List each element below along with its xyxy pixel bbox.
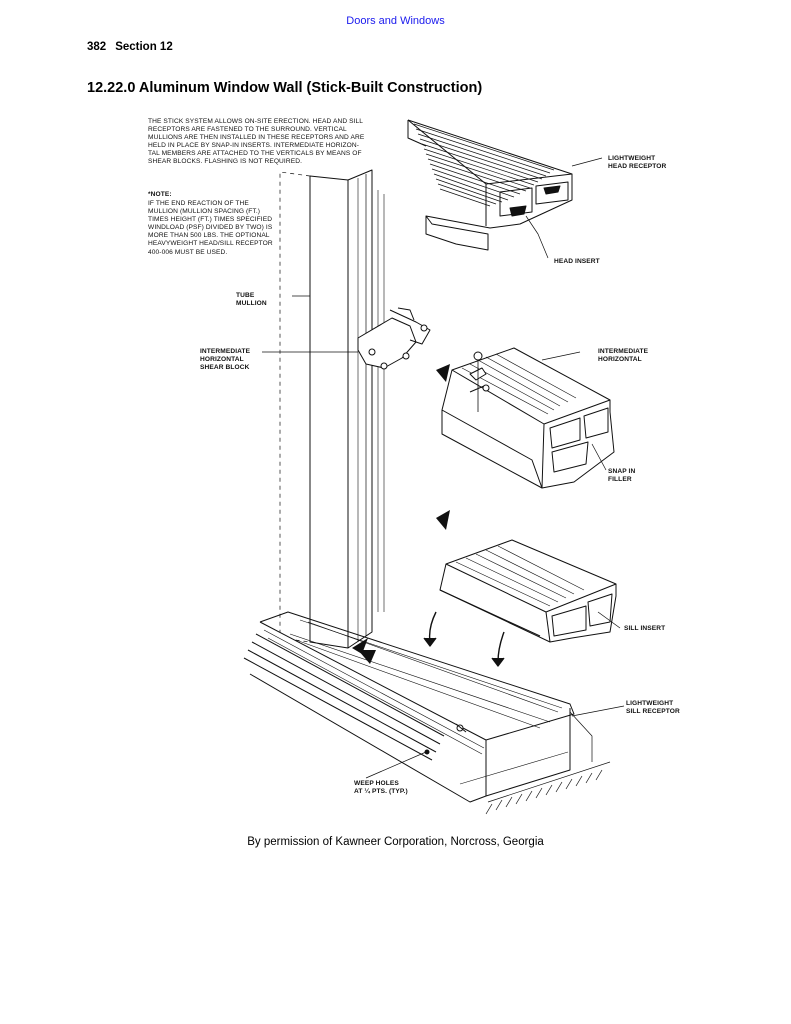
label-head-receptor: LIGHTWEIGHT HEAD RECEPTOR	[608, 155, 667, 171]
head-receptor-drawing	[407, 119, 573, 251]
label-intermediate-horizontal: INTERMEDIATE HORIZONTAL	[598, 348, 649, 364]
label-shear-block: INTERMEDIATE HORIZONTAL SHEAR BLOCK	[200, 348, 251, 372]
sill-receptor-drawing	[243, 611, 575, 803]
page-meta: 382 Section 12	[87, 41, 173, 53]
snap-arrows	[423, 611, 505, 667]
label-snap-in-filler: SNAP IN FILLER	[608, 468, 636, 484]
label-tube-mullion: TUBE MULLION	[236, 292, 267, 308]
window-wall-figure: THE STICK SYSTEM ALLOWS ON-SITE ERECTION…	[140, 112, 700, 822]
ground-hatching	[485, 711, 611, 815]
intro-note: THE STICK SYSTEM ALLOWS ON-SITE ERECTION…	[148, 118, 365, 166]
section-label: Section 12	[115, 41, 173, 53]
label-sill-insert: SILL INSERT	[624, 625, 666, 632]
label-weep-holes: WEEP HOLES AT ¼ PTS. (TYP.)	[354, 780, 408, 796]
label-sill-receptor: LIGHTWEIGHT SILL RECEPTOR	[626, 700, 680, 716]
note-heading: *NOTE:	[148, 191, 172, 198]
tube-mullion-drawing	[279, 169, 385, 649]
shear-block-drawing	[357, 307, 431, 370]
exploded-assembly-drawing	[243, 119, 625, 815]
header-link[interactable]: Doors and Windows	[346, 15, 445, 27]
note-body: IF THE END REACTION OF THE MULLION (MULL…	[148, 200, 273, 256]
section-title: 12.22.0 Aluminum Window Wall (Stick-Buil…	[87, 80, 483, 96]
page-number: 382	[87, 41, 107, 53]
intermediate-horizontal-drawing	[441, 347, 615, 489]
sill-insert-drawing	[439, 539, 617, 643]
figure-caption: By permission of Kawneer Corporation, No…	[247, 836, 544, 848]
label-head-insert: HEAD INSERT	[554, 258, 600, 265]
